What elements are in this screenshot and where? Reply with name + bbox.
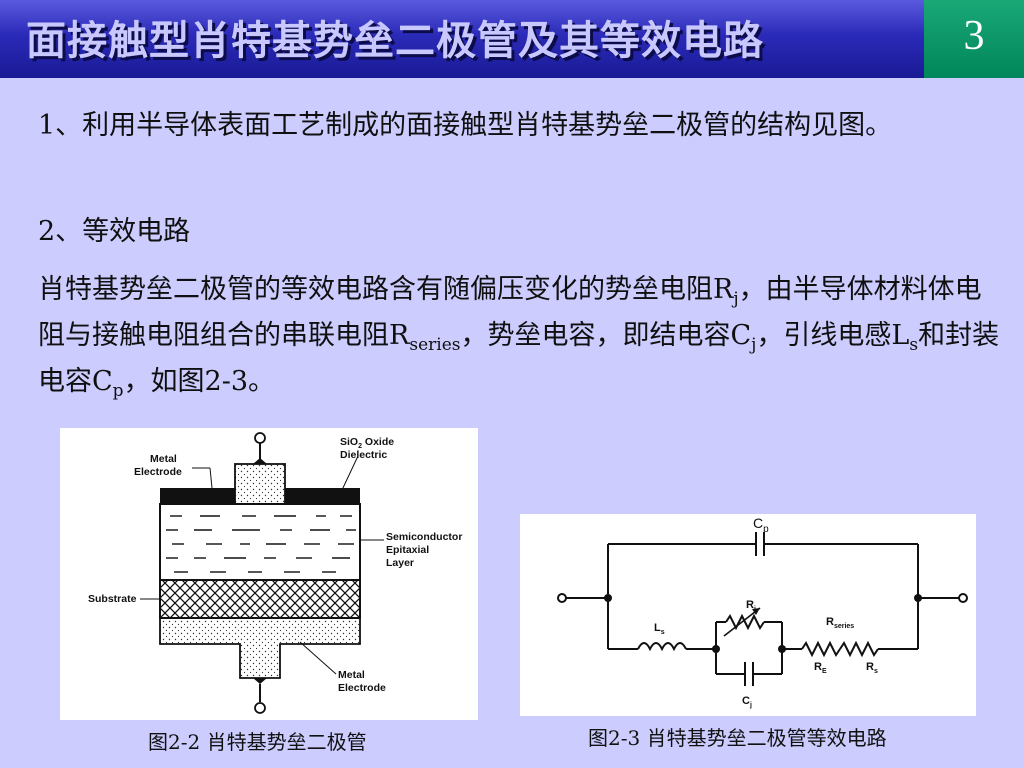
slide-title: 面接触型肖特基势垒二极管及其等效电路	[26, 18, 764, 64]
svg-text:Rseries: Rseries	[826, 616, 854, 630]
label-re: R	[814, 661, 822, 673]
svg-text:SiO2 Oxide: SiO2 Oxide	[340, 436, 394, 450]
page-number-box: 3	[924, 0, 1024, 78]
paragraph-2: 2、等效电路	[38, 216, 191, 247]
label-rseries: R	[826, 616, 834, 628]
svg-text:Cj: Cj	[742, 695, 752, 709]
equivalent-circuit-drawing: Cp Rj Ls Rseries RE Rs Cj	[557, 515, 968, 709]
label-metal-electrode-top-1: Metal	[150, 453, 177, 465]
svg-text:RE: RE	[814, 661, 827, 675]
figure-diode-structure: Metal Electrode SiO2 Oxide Dielectric Se…	[60, 428, 478, 720]
label-epitaxial: Epitaxial	[386, 544, 429, 556]
label-cj: C	[742, 695, 750, 707]
caption-figure-2-2: 图2-2 肖特基势垒二极管	[148, 730, 367, 754]
title-bar: 面接触型肖特基势垒二极管及其等效电路	[0, 0, 924, 78]
label-substrate: Substrate	[88, 593, 137, 605]
label-semiconductor: Semiconductor	[386, 531, 462, 543]
paragraph-3: 肖特基势垒二极管的等效电路含有随偏压变化的势垒电阻Rj，由半导体材料体电阻与接触…	[38, 274, 1000, 401]
label-layer: Layer	[386, 557, 414, 569]
svg-text:Rj: Rj	[746, 599, 756, 613]
label-metal-electrode-top-2: Electrode	[134, 466, 182, 478]
svg-text:Cp: Cp	[753, 515, 769, 535]
label-cp: C	[753, 515, 763, 531]
label-rj: R	[746, 599, 754, 611]
label-dielectric: Dielectric	[340, 449, 387, 461]
svg-text:Ls: Ls	[654, 622, 665, 636]
diode-structure-drawing: Metal Electrode SiO2 Oxide Dielectric Se…	[88, 432, 462, 714]
label-sio2: SiO	[340, 436, 358, 448]
label-metal-electrode-bottom-1: Metal	[338, 669, 365, 681]
svg-text:Rs: Rs	[866, 661, 878, 675]
label-rs: R	[866, 661, 874, 673]
figure-equivalent-circuit: Cp Rj Ls Rseries RE Rs Cj	[520, 514, 976, 716]
label-metal-electrode-bottom-2: Electrode	[338, 682, 386, 694]
page-number: 3	[963, 13, 985, 59]
caption-figure-2-3: 图2-3 肖特基势垒二极管等效电路	[588, 726, 887, 750]
paragraph-1: 1、利用半导体表面工艺制成的面接触型肖特基势垒二极管的结构见图。	[38, 110, 893, 141]
label-ls: L	[654, 622, 661, 634]
